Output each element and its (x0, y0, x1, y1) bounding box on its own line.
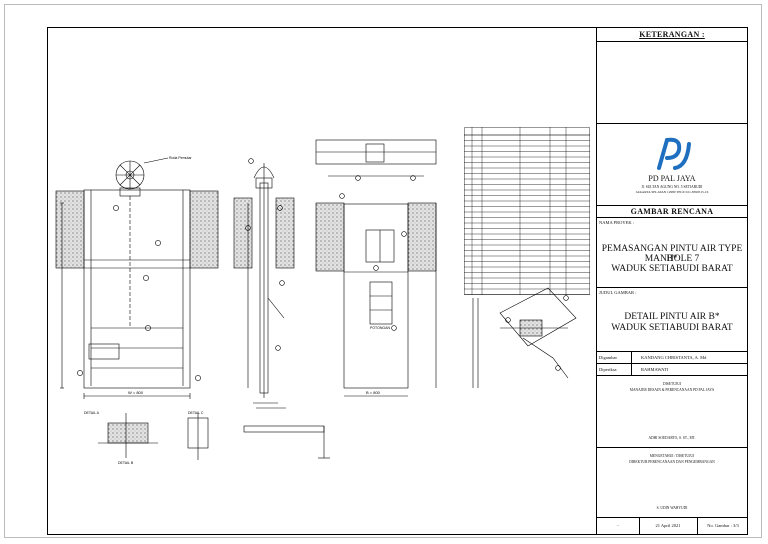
notes-area (597, 42, 747, 124)
drawing-title-block: JUDUL GAMBAR : DETAIL PINTU AIR B* WADUK… (597, 288, 747, 352)
side-view (233, 158, 295, 409)
svg-text:DETAIL A: DETAIL A (84, 411, 100, 415)
footer-row: - 21 April 2021 No. Gambar : 3/3 (597, 518, 747, 534)
bottom-details: DETAIL A DETAIL B DETAIL C (84, 411, 330, 465)
pd-pal-jaya-logo (657, 137, 691, 170)
section-view: B = 800 POTONGAN (315, 139, 437, 397)
company-block: PD PAL JAYA Jl. SULTAN AGUNG NO. 5 SETIA… (597, 124, 747, 206)
approval-2-title: DIREKTUR PERENCANAAN DAN PENGEMBANGAN (629, 460, 715, 464)
drawing-date: 21 April 2021 (655, 523, 681, 528)
digambar-row: Digambar KANDANG CHRISTANTA, A. Md (597, 352, 747, 364)
keterangan-heading: KETERANGAN : (639, 30, 705, 39)
gambar-rencana-heading: GAMBAR RENCANA (630, 207, 714, 216)
front-view: W = 800 Roda Pemutar (55, 156, 219, 399)
gambar-rencana-row: GAMBAR RENCANA (597, 206, 747, 218)
diperiksa-label: Diperiksa (599, 367, 617, 372)
approval-1-name: ADHI SOEDARTO, S. ST., MT. (648, 436, 696, 440)
drawing-title-2: WADUK SETIABUDI BARAT (611, 323, 733, 333)
approval-2-role: MENGETAHUI / DISETUJUI (649, 454, 695, 458)
engineering-drawing: W = 800 Roda Pemutar (55, 139, 577, 465)
approval-block-1: DISETUJUI MANAJER DESAIN & PERENCANAAN P… (597, 376, 747, 448)
svg-text:W = 800: W = 800 (128, 390, 144, 395)
drawing-frame (47, 27, 748, 535)
svg-text:Roda Pemutar: Roda Pemutar (169, 156, 192, 160)
approval-2-name: S. UDIN WAHYUDI (656, 506, 688, 510)
diperiksa-row: Diperiksa RAHMAWATI (597, 364, 747, 376)
company-address-1: Jl. SULTAN AGUNG NO. 5 SETIABUDI (641, 185, 703, 189)
project-line-2: MANHOLE 7 (644, 254, 700, 264)
project-line-1: PEMASANGAN PINTU AIR TYPE B* (601, 244, 743, 264)
title-block: KETERANGAN : PD PAL JAYA Jl. SULTAN AGUN… (596, 28, 747, 534)
project-name-block: NAMA PROYEK : PEMASANGAN PINTU AIR TYPE … (597, 218, 747, 288)
diperiksa-value: RAHMAWATI (641, 367, 669, 372)
drawing-title-label: JUDUL GAMBAR : (599, 290, 637, 295)
detail-view (472, 287, 577, 388)
approval-1-title: MANAJER DESAIN & PERENCANAAN PD PAL JAYA (629, 388, 715, 392)
material-list-table (464, 127, 590, 295)
company-address-2: JAKARTA SELATAN 12980 TELP. 021-8390515-… (635, 190, 709, 194)
project-name-label: NAMA PROYEK : (599, 220, 635, 225)
svg-text:DETAIL C: DETAIL C (188, 411, 204, 415)
digambar-value: KANDANG CHRISTANTA, A. Md (641, 355, 707, 360)
svg-text:POTONGAN: POTONGAN (370, 326, 390, 330)
approval-1-role: DISETUJUI (663, 382, 681, 386)
sheet-number: No. Gambar : 3/3 (707, 523, 739, 528)
project-line-3: WADUK SETIABUDI BARAT (611, 264, 733, 274)
digambar-label: Digambar (599, 355, 617, 360)
drawing-sheet (4, 4, 762, 538)
svg-text:B = 800: B = 800 (366, 390, 381, 395)
svg-text:DETAIL B: DETAIL B (118, 461, 134, 465)
drawing-title-1: DETAIL PINTU AIR B* (624, 312, 720, 322)
approval-block-2: MENGETAHUI / DISETUJUI DIREKTUR PERENCAN… (597, 448, 747, 518)
company-name: PD PAL JAYA (648, 174, 696, 183)
footer-dash: - (617, 523, 619, 528)
keterangan-row: KETERANGAN : (597, 28, 747, 42)
